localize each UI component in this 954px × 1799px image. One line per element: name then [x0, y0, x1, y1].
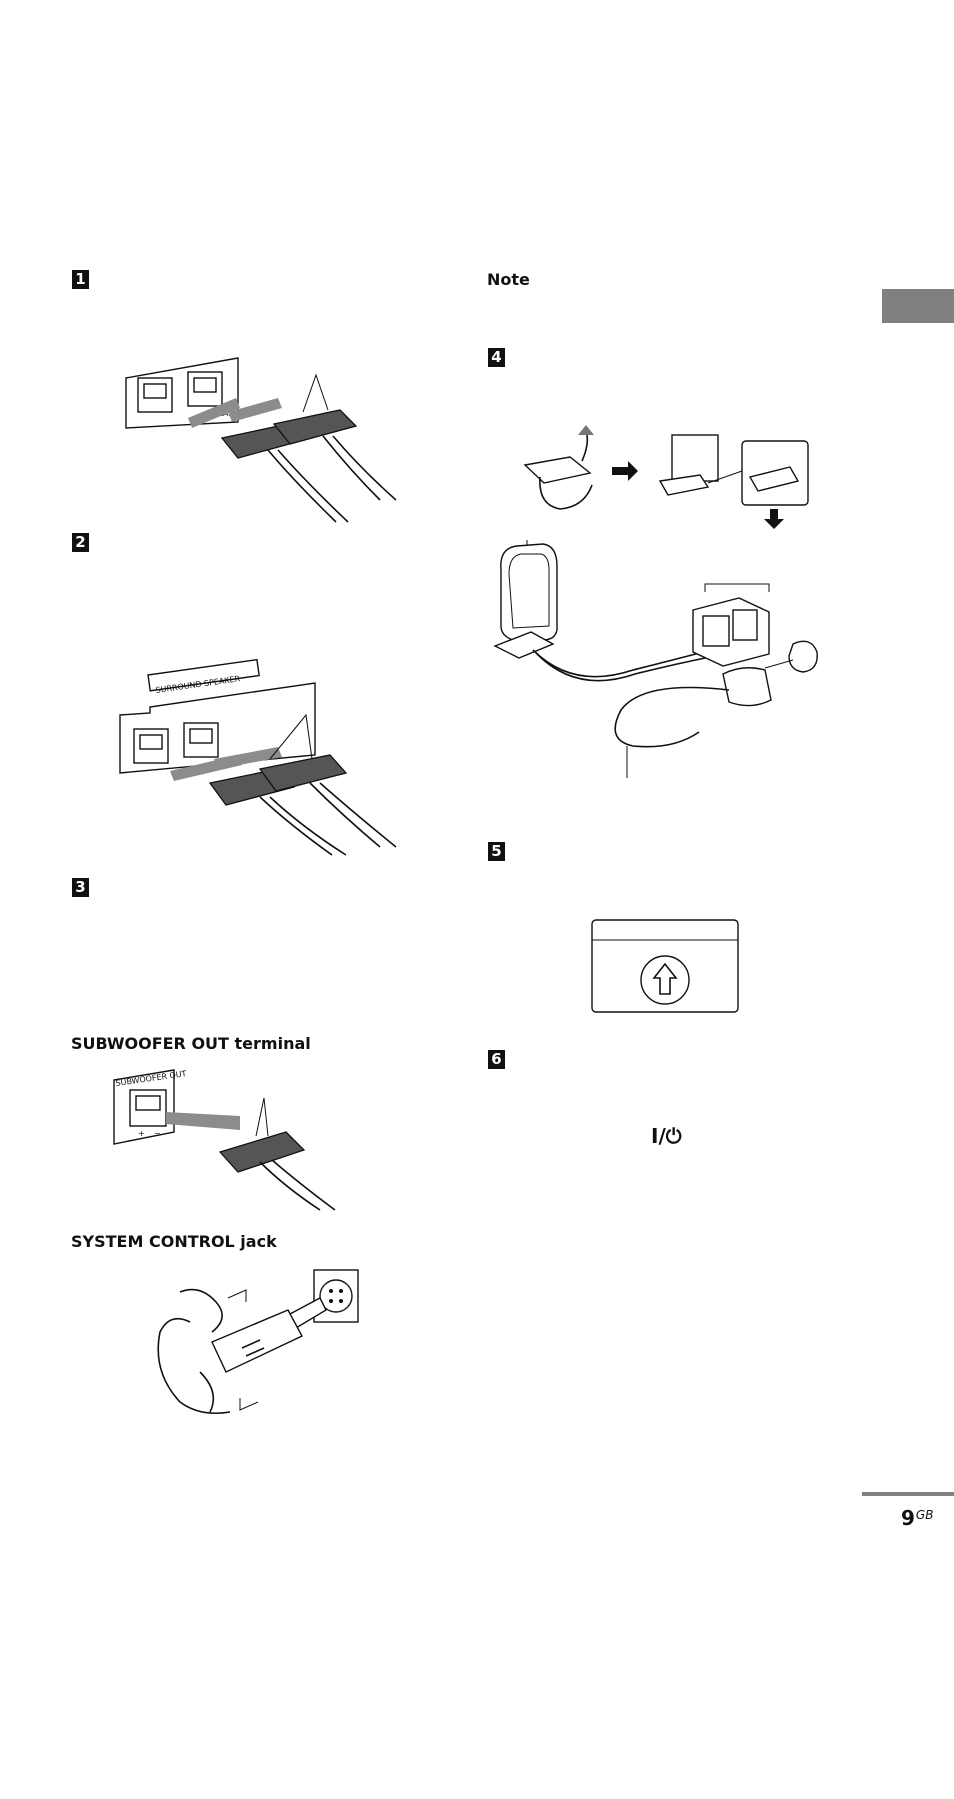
step-2-marker: 2 — [72, 533, 89, 552]
front-speaker-connection-figure: SPEAK — [125, 357, 397, 523]
note-heading: Note — [487, 270, 530, 289]
step-3-marker: 3 — [72, 878, 89, 897]
power-symbol: I/⏻ — [651, 1124, 682, 1148]
page-number: 9GB — [901, 1506, 933, 1530]
antenna-connection-figure — [493, 540, 818, 778]
voltage-selector-figure — [591, 919, 739, 1013]
page-number-value: 9 — [901, 1506, 915, 1530]
subwoofer-out-heading: SUBWOOFER OUT terminal — [71, 1034, 311, 1053]
section-tab — [882, 289, 954, 323]
system-control-connection-figure — [157, 1269, 359, 1415]
am-antenna-assembly-figure — [523, 425, 809, 529]
step-1-marker: 1 — [72, 270, 89, 289]
step-4-marker: 4 — [488, 348, 505, 367]
step-5-marker: 5 — [488, 842, 505, 861]
page-number-suffix: GB — [915, 1508, 934, 1522]
minus-label: − — [154, 1129, 161, 1138]
footer-rule — [862, 1492, 954, 1496]
system-control-heading: SYSTEM CONTROL jack — [71, 1232, 277, 1251]
plus-label: + — [138, 1129, 145, 1138]
step-6-marker: 6 — [488, 1050, 505, 1069]
subwoofer-out-connection-figure: SUBWOOFER OUT + − — [113, 1069, 336, 1211]
surround-speaker-connection-figure: SURROUND SPEAKER — [119, 658, 397, 856]
